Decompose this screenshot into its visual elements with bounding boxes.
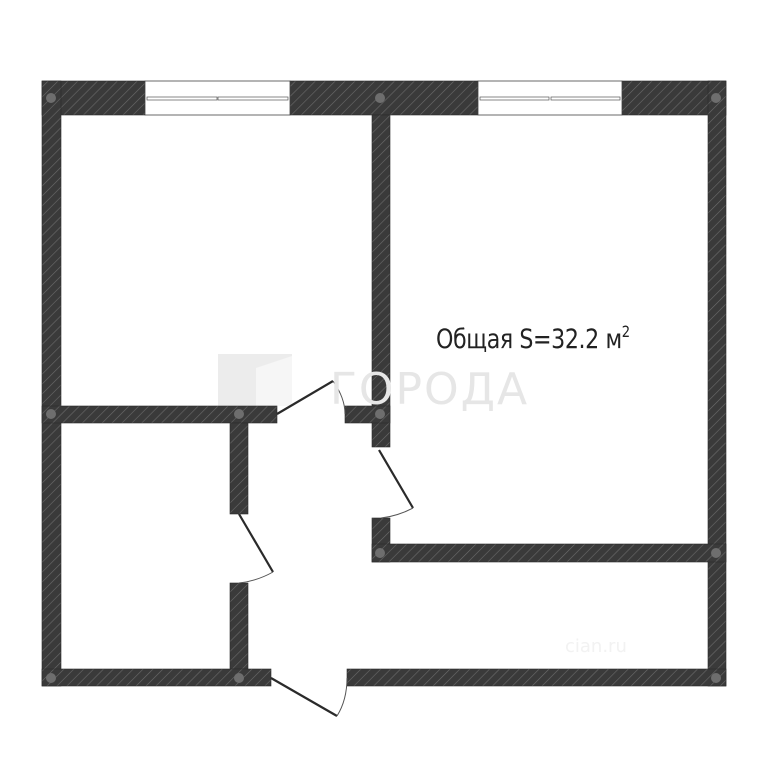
area-unit-superscript: 2 [621,322,630,341]
wall-left [41,80,62,687]
door-right-room [378,449,414,519]
wall-horizontal-left [41,405,278,424]
door-entrance [270,677,348,717]
watermark-logo-icon [218,354,292,406]
wall-bottom-left [41,668,272,687]
total-area-label: Общая S=32.2 м2 [436,322,630,355]
door-left-room [276,380,346,415]
wall-middle-upper [371,114,391,448]
watermark-secondary-text: cian.ru [565,636,627,657]
wall-bottom-right [346,668,727,687]
wall-corridor [371,543,727,563]
door-bathroom [238,513,274,584]
watermark-text: ГОРОДА [330,364,530,415]
window-left [144,80,291,116]
wall-bathroom-lower [229,582,249,670]
total-area-value: Общая S=32.2 м [436,324,622,355]
window-right [477,80,623,116]
column-markers [46,93,721,683]
walls [41,80,727,687]
wall-right [707,80,727,687]
wall-bathroom-upper [229,422,249,515]
